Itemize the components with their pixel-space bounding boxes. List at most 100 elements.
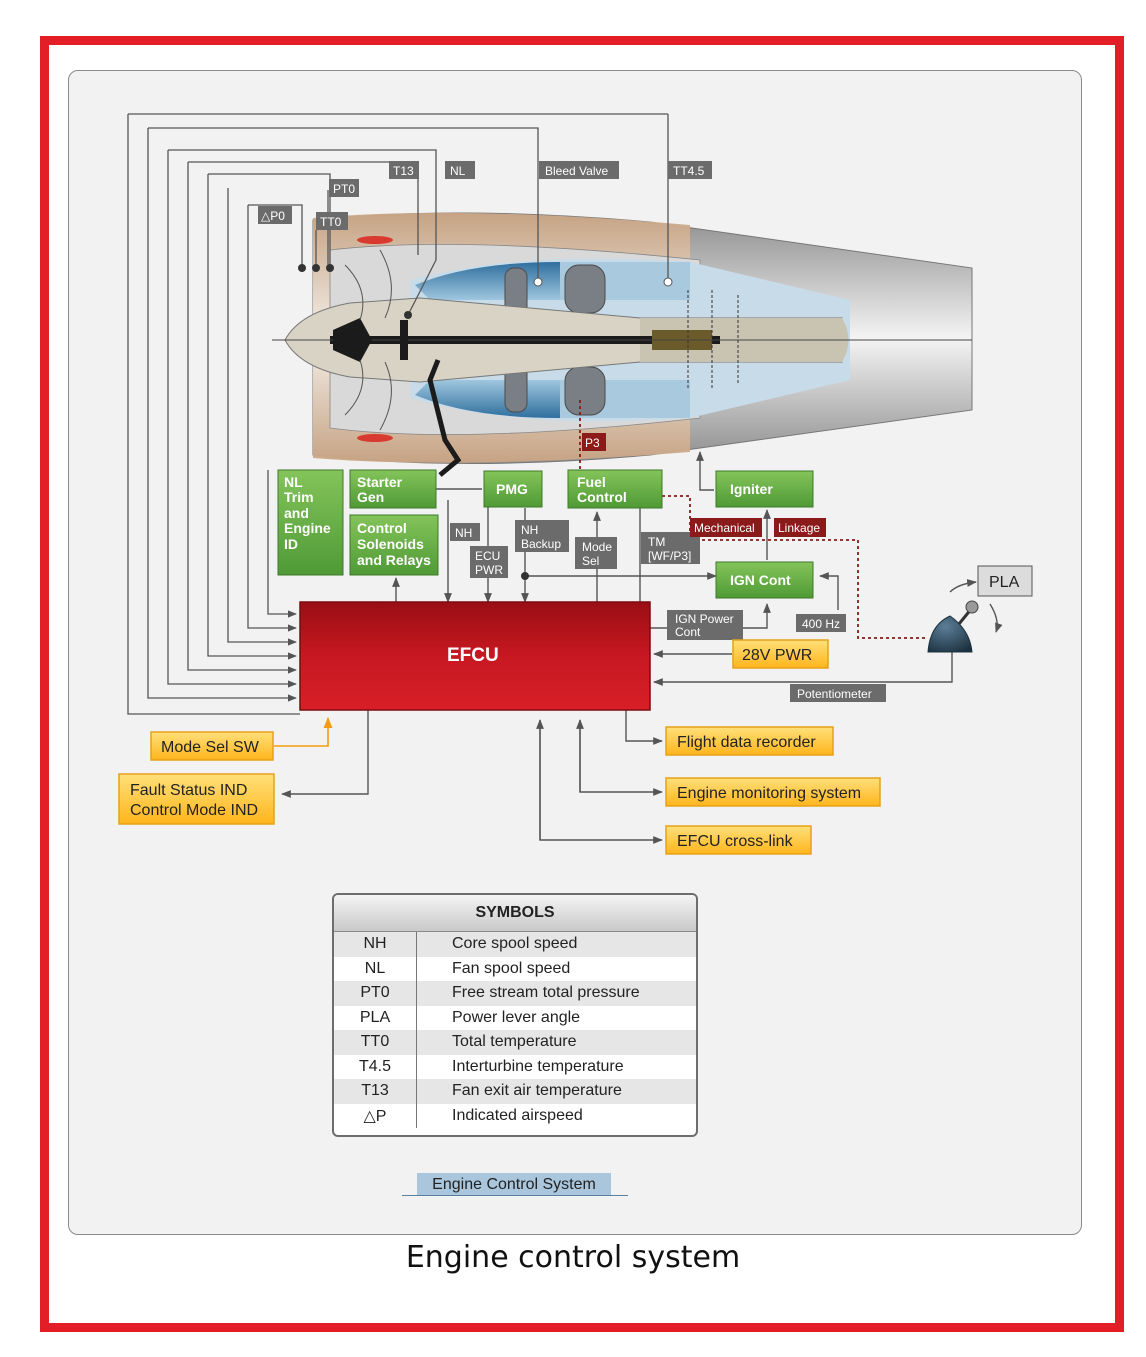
svg-text:Mode: Mode (582, 540, 612, 554)
sensor-label-dp0: △P0 (258, 206, 292, 224)
svg-text:Solenoids: Solenoids (357, 536, 424, 552)
svg-text:ECU: ECU (475, 549, 500, 563)
p3-line: P3 (579, 400, 606, 470)
svg-text:EFCU cross-link: EFCU cross-link (677, 833, 794, 850)
fuel-control-box: Fuel Control (567, 469, 663, 509)
signal-label-400hz: 400 Hz (796, 614, 846, 632)
efcu-connections (281, 451, 1003, 844)
signal-label-mode-sel: Mode Sel (575, 537, 617, 569)
signal-label-nh: NH (450, 523, 480, 541)
svg-text:TT0: TT0 (320, 215, 342, 229)
sensor-label-tt0: TT0 (316, 212, 348, 230)
symbol-cell: T4.5 (334, 1054, 417, 1079)
pwr-28v-box: 28V PWR (732, 639, 829, 669)
svg-text:P3: P3 (585, 436, 600, 450)
symbols-row: T4.5 Interturbine temperature (334, 1054, 696, 1079)
svg-text:Control Mode IND: Control Mode IND (130, 802, 258, 819)
meaning-cell: Fan spool speed (452, 959, 571, 977)
meaning-cell: Power lever angle (452, 1008, 581, 1026)
control-solenoids-box: Control Solenoids and Relays (349, 514, 439, 576)
efcu-box: EFCU (299, 601, 651, 711)
meaning-cell: Interturbine temperature (452, 1057, 624, 1075)
svg-text:Backup: Backup (521, 537, 561, 551)
efcu-cross-link-box: EFCU cross-link (665, 825, 812, 855)
sensor-label-tt45: TT4.5 (668, 161, 712, 179)
svg-text:NH: NH (455, 526, 472, 540)
svg-text:EFCU: EFCU (447, 645, 499, 666)
svg-text:Igniter: Igniter (730, 481, 773, 497)
svg-text:and Relays: and Relays (357, 552, 431, 568)
nl-trim-box: NL Trim and Engine ID (277, 469, 344, 576)
sensor-lines (127, 113, 669, 715)
svg-text:NL: NL (284, 474, 303, 490)
signal-label-linkage: Linkage (774, 518, 826, 537)
svg-text:TT4.5: TT4.5 (673, 164, 705, 178)
igniter-box: Igniter (715, 470, 814, 508)
sensor-label-bleed-valve: Bleed Valve (539, 161, 619, 179)
power-lever (927, 600, 979, 653)
svg-text:Engine: Engine (284, 520, 331, 536)
svg-text:Starter: Starter (357, 474, 403, 490)
sensor-label-t13: T13 (389, 161, 419, 179)
svg-text:Mode Sel SW: Mode Sel SW (161, 739, 260, 756)
meaning-cell: Core spool speed (416, 932, 696, 957)
svg-text:[WF/P3]: [WF/P3] (648, 549, 691, 563)
svg-text:Cont: Cont (675, 625, 701, 639)
engine-monitoring-box: Engine monitoring system (665, 777, 881, 807)
svg-text:NH: NH (521, 523, 538, 537)
svg-text:PWR: PWR (475, 563, 503, 577)
symbol-cell: PT0 (334, 981, 417, 1006)
svg-text:Bleed Valve: Bleed Valve (545, 164, 608, 178)
pmg-box: PMG (483, 470, 543, 508)
symbol-cell: TT0 (334, 1030, 417, 1055)
figure-caption: Engine control system (405, 1240, 741, 1275)
mode-sel-sw-box: Mode Sel SW (150, 731, 274, 761)
svg-text:△P0: △P0 (261, 209, 285, 223)
svg-text:T13: T13 (393, 164, 414, 178)
svg-text:IGN Power: IGN Power (675, 612, 734, 626)
signal-label-mechanical: Mechanical (690, 518, 762, 537)
svg-text:Fuel: Fuel (577, 474, 606, 490)
pla-box: PLA (977, 565, 1033, 597)
svg-text:and: and (284, 505, 309, 521)
signal-label-ecu-pwr: ECU PWR (470, 546, 508, 578)
symbol-cell: NH (334, 932, 417, 957)
svg-text:Control: Control (577, 489, 627, 505)
sensor-label-pt0: PT0 (329, 179, 359, 197)
signal-label-nh-backup: NH Backup (515, 520, 569, 552)
svg-text:Potentiometer: Potentiometer (797, 687, 872, 701)
svg-text:Linkage: Linkage (778, 521, 820, 535)
svg-text:Gen: Gen (357, 489, 384, 505)
svg-text:Sel: Sel (582, 554, 599, 568)
inner-caption-underline (402, 1195, 628, 1196)
meaning-cell: Indicated airspeed (452, 1106, 583, 1124)
ign-cont-box: IGN Cont (715, 561, 814, 599)
svg-text:NL: NL (450, 164, 466, 178)
meaning-cell: Fan exit air temperature (416, 1079, 696, 1104)
svg-text:ID: ID (284, 536, 298, 552)
sensor-label-nl: NL (445, 161, 475, 179)
svg-text:PT0: PT0 (333, 182, 355, 196)
flight-data-recorder-box: Flight data recorder (665, 726, 834, 756)
meaning-cell: Total temperature (416, 1030, 696, 1055)
turbofan-engine (272, 212, 973, 477)
svg-text:PMG: PMG (496, 481, 528, 497)
symbol-cell: PLA (334, 1005, 417, 1030)
svg-text:PLA: PLA (989, 574, 1020, 591)
mode-sel-sw-line (274, 716, 333, 747)
signal-label-potentiometer: Potentiometer (790, 684, 886, 702)
svg-text:Mechanical: Mechanical (694, 521, 755, 535)
mechanical-linkage-line (662, 495, 928, 639)
svg-text:Trim: Trim (284, 489, 314, 505)
svg-text:Fault Status IND: Fault Status IND (130, 782, 247, 799)
svg-text:Engine monitoring system: Engine monitoring system (677, 785, 861, 802)
symbol-cell: T13 (334, 1079, 417, 1104)
